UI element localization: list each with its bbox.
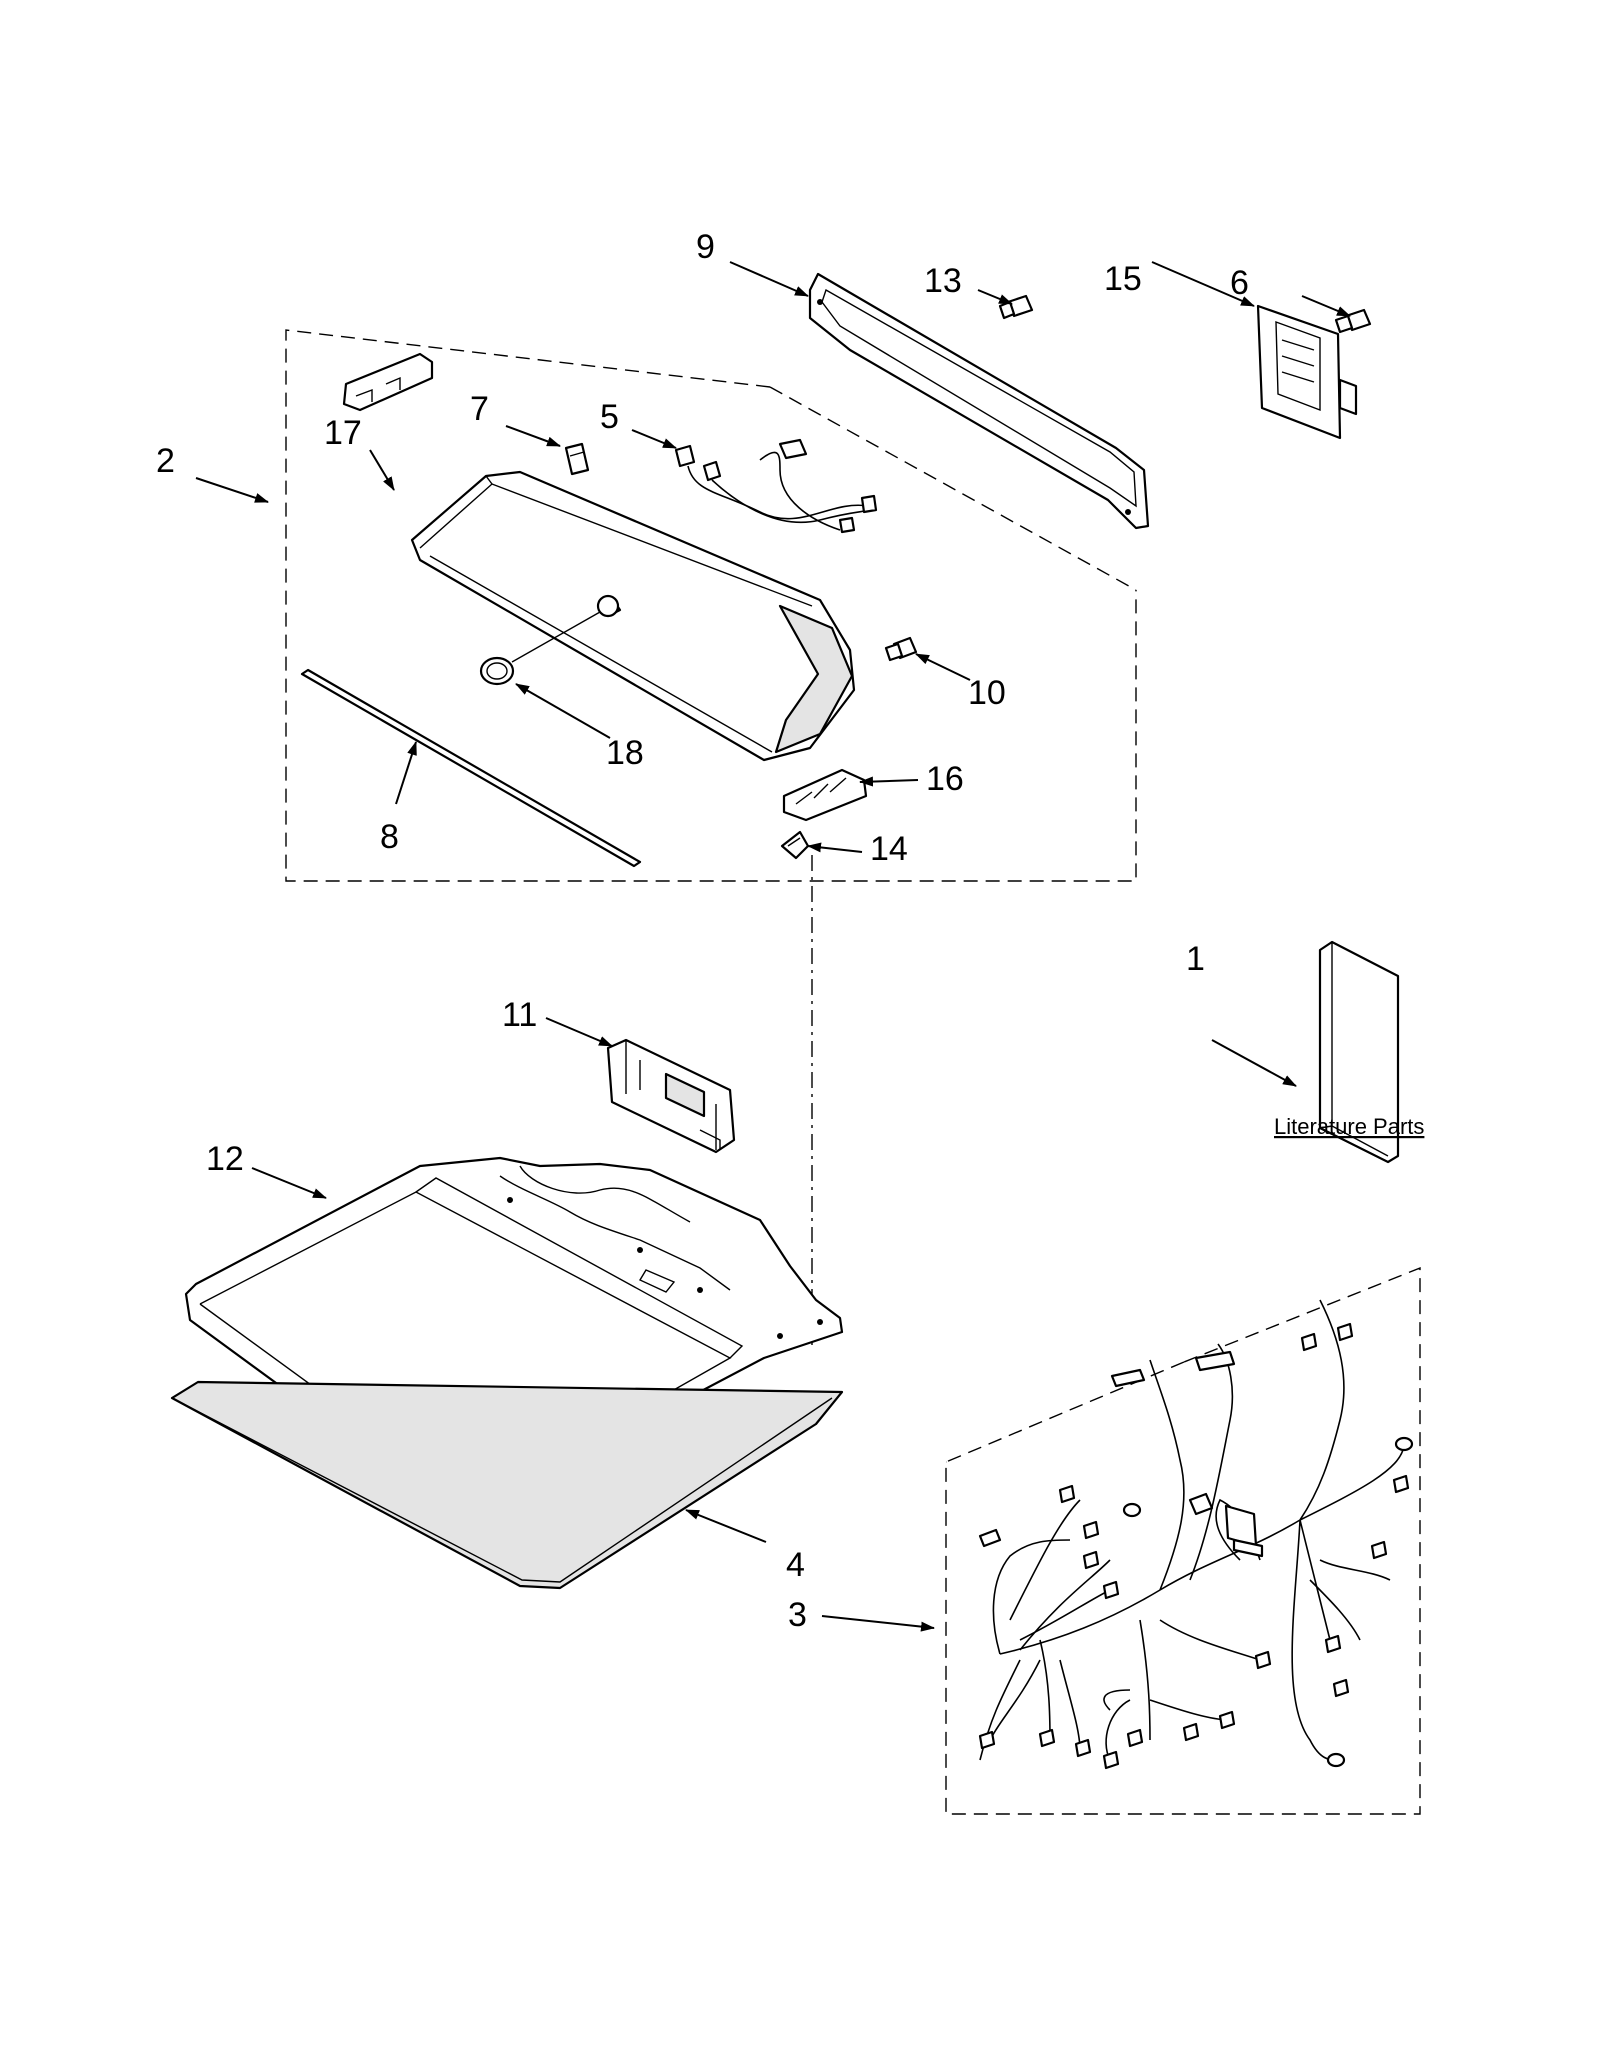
callout-4: 4 <box>786 1546 805 1584</box>
console-frame-part-9 <box>808 272 1150 530</box>
callout-16: 16 <box>926 760 964 798</box>
bracket-part-16 <box>782 768 868 822</box>
callout-10: 10 <box>968 674 1006 712</box>
clip-part-7 <box>564 442 590 476</box>
callout-3: 3 <box>788 1596 807 1634</box>
callout-11: 11 <box>502 996 537 1034</box>
clip-part-14 <box>780 830 810 860</box>
screw-part-10 <box>884 636 918 662</box>
callout-6: 6 <box>1230 264 1249 302</box>
bracket-part-15 <box>1256 304 1358 440</box>
callout-2: 2 <box>156 442 175 480</box>
control-board-part-11 <box>606 1038 736 1154</box>
trim-strip-part-8 <box>300 668 642 868</box>
knob-part-18 <box>479 594 622 686</box>
leader-lines <box>195 261 1351 1632</box>
callout-1: 1 <box>1186 940 1205 978</box>
callout-5: 5 <box>600 398 619 436</box>
callout-8: 8 <box>380 818 399 856</box>
wire-harness-part-5 <box>674 438 878 534</box>
screw-part-13 <box>998 294 1034 320</box>
callout-17: 17 <box>324 414 362 452</box>
screw-part-6 <box>1334 308 1372 334</box>
callout-7: 7 <box>470 390 489 428</box>
console-assembly-outline <box>285 329 1137 1345</box>
callout-12: 12 <box>206 1140 244 1178</box>
callout-13: 13 <box>924 262 962 300</box>
pad-part-4 <box>170 1380 844 1590</box>
literature-parts-label: Literature Parts <box>1274 1114 1424 1139</box>
callout-15: 15 <box>1104 260 1142 298</box>
literature-part-1 <box>1318 940 1400 1164</box>
console-panel-part-2 <box>410 470 856 762</box>
callout-14: 14 <box>870 830 908 868</box>
bracket-part-17 <box>342 352 434 412</box>
callout-18: 18 <box>606 734 644 772</box>
main-harness-part-3 <box>945 1266 1421 1815</box>
callout-labels: 1 2 3 4 5 6 7 8 9 10 11 12 13 14 15 16 1… <box>156 228 1424 1634</box>
callout-9: 9 <box>696 228 715 266</box>
